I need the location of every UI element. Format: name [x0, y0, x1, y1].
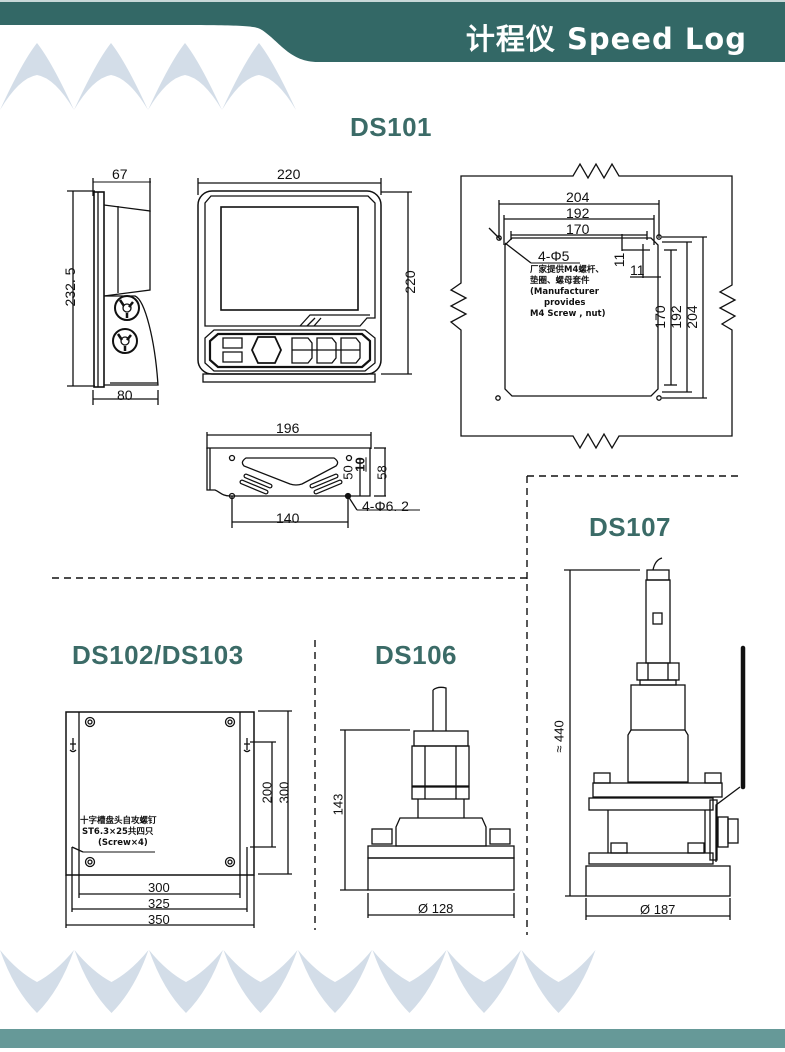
ds102-outer-height: 300 — [276, 781, 292, 804]
section-separators — [52, 475, 740, 935]
cutout-chamfer-vertical: 11 — [611, 252, 627, 268]
wave-arc — [0, 950, 74, 1013]
ds101-side-depth-top: 67 — [112, 166, 128, 182]
ds106-title: DS106 — [375, 640, 457, 670]
wave-arc — [0, 43, 74, 110]
cutout-mid-height: 192 — [668, 305, 684, 329]
cutout-note-cn-1: 厂家提供M4螺杆、 — [530, 265, 604, 275]
decorative-waves-bottom — [0, 950, 596, 1013]
bracket-hole-spec: 4-Φ6. 2 — [362, 498, 409, 514]
wave-arc — [74, 950, 149, 1013]
page-title: 计程仪 Speed Log — [465, 22, 747, 56]
ds102-outer-width: 350 — [148, 912, 170, 927]
ds101-front-view — [197, 178, 412, 383]
ds101-side-view — [67, 178, 159, 405]
wave-arc — [447, 950, 521, 1013]
footer-band — [0, 1029, 785, 1048]
cutout-inner-width: 170 — [566, 221, 590, 237]
ds101-side-depth-bottom: 80 — [117, 387, 133, 403]
wave-arc — [298, 950, 372, 1013]
ds102-note-cn-2: ST6.3×25共四只 — [82, 827, 154, 837]
wave-arc — [149, 950, 223, 1013]
ds106-height: 143 — [330, 793, 346, 816]
ds102-hole-width: 325 — [148, 896, 170, 911]
ds101-front-width: 220 — [277, 166, 301, 182]
wave-arc — [148, 43, 222, 110]
bracket-edge: 10 — [352, 457, 368, 472]
cutout-note: 厂家提供M4螺杆、 垫圈、螺母套件 (Manufacturer provides… — [530, 265, 606, 320]
cutout-inner-height: 170 — [652, 305, 668, 329]
cutout-mid-width: 192 — [566, 205, 590, 221]
wave-arc — [521, 950, 596, 1013]
ds102-inner-width: 300 — [148, 880, 170, 895]
wave-arc — [222, 43, 296, 110]
ds102-note-en: (Screw×4) — [98, 838, 148, 848]
cutout-hole-spec: 4-Φ5 — [538, 248, 570, 264]
ds102-note-cn-1: 十字槽盘头自攻螺钉 — [80, 816, 157, 826]
wave-arc — [74, 43, 148, 110]
ds107-drawing — [564, 557, 746, 920]
ds102-screw-note: 十字槽盘头自攻螺钉 ST6.3×25共四只 (Screw×4) — [80, 816, 157, 849]
cutout-note-en-3: M4 Screw , nut) — [530, 309, 606, 319]
bracket-width: 196 — [276, 420, 300, 436]
bracket-hole-span: 140 — [276, 510, 300, 526]
bracket-height: 58 — [374, 465, 390, 480]
ds101-title: DS101 — [350, 112, 432, 142]
ds106-diameter: Ø 128 — [418, 901, 454, 916]
ds106-drawing — [340, 686, 515, 918]
cutout-outer-height: 204 — [684, 305, 700, 329]
ds101-mounting-bracket — [206, 432, 420, 528]
ds101-side-height: 232. 5 — [62, 267, 78, 307]
ds101-panel-cutout — [449, 162, 737, 450]
wave-arc — [223, 950, 298, 1013]
ds102-103-title: DS102/DS103 — [72, 640, 244, 670]
header-band — [0, 0, 785, 62]
cutout-note-en-2: provides — [544, 298, 586, 308]
ds102-hole-height: 200 — [259, 781, 275, 804]
cutout-note-en-1: (Manufacturer — [530, 287, 599, 297]
cutout-outer-width: 204 — [566, 189, 590, 205]
ds107-diameter: Ø 187 — [640, 902, 676, 917]
ds101-front-height: 220 — [402, 270, 418, 294]
wave-arc — [372, 950, 447, 1013]
cutout-note-cn-2: 垫圈、螺母套件 — [530, 276, 590, 286]
ds107-title: DS107 — [589, 512, 671, 542]
cutout-chamfer-horizontal: 11 — [630, 262, 645, 278]
ds102-103-drawing — [65, 710, 292, 928]
decorative-waves-top — [0, 43, 296, 110]
ds107-height: ≈ 440 — [551, 720, 567, 753]
